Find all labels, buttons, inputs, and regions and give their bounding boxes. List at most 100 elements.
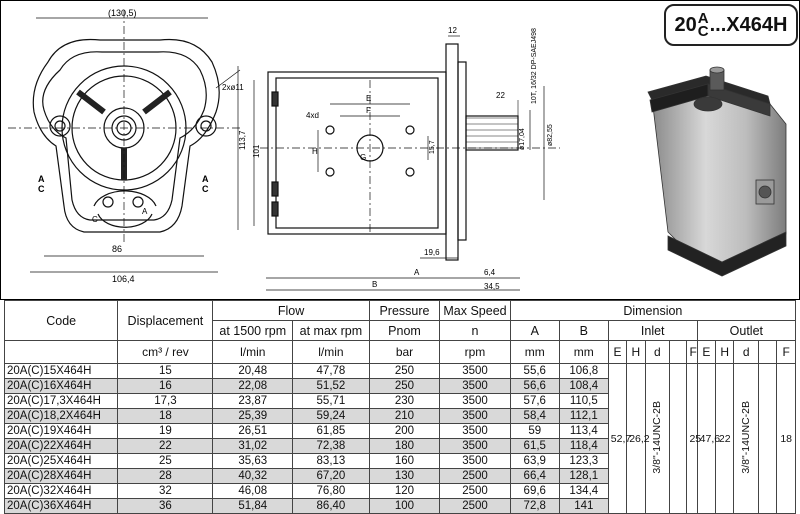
table-cell-code: 20A(C)15X464H xyxy=(3,363,119,379)
table-cell-code: 20A(C)22X464H xyxy=(3,438,119,454)
table-cell-speed: 3500 xyxy=(439,378,511,394)
table-cell-displacement: 22 xyxy=(117,438,214,454)
table-cell-speed: 2500 xyxy=(439,483,511,499)
table-cell-displacement: 32 xyxy=(117,483,214,499)
table-cell-a: 57,6 xyxy=(509,393,560,409)
table-cell-speed: 3500 xyxy=(439,393,511,409)
table-cell-speed: 2500 xyxy=(439,498,511,514)
table-cell-displacement: 17,3 xyxy=(117,393,214,409)
table-cell-code: 20A(C)17,3X464H xyxy=(3,393,119,409)
table-cell-b: 108,4 xyxy=(558,378,609,394)
table-cell-pressure: 180 xyxy=(368,438,441,454)
technical-drawing: (130,5) 2xø11 86 106,4 113,7 101 A C A C… xyxy=(0,0,800,300)
table-cell-code: 20A(C)18,2X464H xyxy=(3,408,119,424)
pump-illustration xyxy=(647,66,787,277)
table-cell-a: 59 xyxy=(509,423,560,439)
label-a-dim: A xyxy=(414,268,420,277)
label-side-c: C xyxy=(38,184,45,194)
dim-106: 106,4 xyxy=(112,274,135,284)
units-code xyxy=(3,340,119,364)
table-cell-a: 56,6 xyxy=(509,378,560,394)
table-cell-flow-1500: 40,32 xyxy=(212,468,294,484)
table-cell-flow-max: 51,52 xyxy=(292,378,370,394)
dim-port-ref: 15,7 xyxy=(429,140,436,154)
table-cell-flow-1500: 26,51 xyxy=(212,423,294,439)
table-cell-speed: 3500 xyxy=(439,438,511,454)
table-cell-flow-max: 47,78 xyxy=(292,363,370,379)
header-speed-sub: n xyxy=(439,320,511,341)
table-cell-displacement: 18 xyxy=(117,408,214,424)
dim-shaft-a: ø17,04 xyxy=(519,128,526,150)
table-cell-inlet-blank xyxy=(669,363,688,514)
units-outlet-f: F xyxy=(776,340,796,364)
header-displacement: Displacement xyxy=(117,300,214,341)
table-cell-outlet-d: 3/8"-14UNC-2B xyxy=(733,363,759,514)
units-outlet-d: d xyxy=(733,340,759,364)
table-cell-b: 110,5 xyxy=(558,393,609,409)
table-cell-speed: 2500 xyxy=(439,468,511,484)
table-cell-displacement: 19 xyxy=(117,423,214,439)
table-cell-b: 112,1 xyxy=(558,408,609,424)
table-cell-b: 128,1 xyxy=(558,468,609,484)
units-displacement: cm³ / rev xyxy=(117,340,214,364)
table-cell-flow-1500: 46,08 xyxy=(212,483,294,499)
table-cell-speed: 3500 xyxy=(439,453,511,469)
table-cell-flow-max: 59,24 xyxy=(292,408,370,424)
table-cell-pressure: 230 xyxy=(368,393,441,409)
table-cell-displacement: 25 xyxy=(117,453,214,469)
spec-table: Code Displacement Flow Pressure Max Spee… xyxy=(3,300,797,514)
header-pressure-sub: Pnom xyxy=(368,320,441,341)
table-cell-flow-max: 83,13 xyxy=(292,453,370,469)
dim-shaft-b: ø82,55 xyxy=(547,124,554,146)
table-cell-flow-1500: 25,39 xyxy=(212,408,294,424)
table-cell-inlet-h: 26,2 xyxy=(626,363,650,514)
table-cell-flow-max: 55,71 xyxy=(292,393,370,409)
table-cell-code: 20A(C)32X464H xyxy=(3,483,119,499)
table-cell-flow-max: 67,20 xyxy=(292,468,370,484)
table-cell-a: 72,8 xyxy=(509,498,560,514)
units-outlet-h: H xyxy=(715,340,735,364)
units-inlet-e: E xyxy=(607,340,628,364)
table-cell-pressure: 250 xyxy=(368,363,441,379)
table-cell-a: 61,5 xyxy=(509,438,560,454)
table-cell-flow-1500: 22,08 xyxy=(212,378,294,394)
table-cell-b: 123,3 xyxy=(558,453,609,469)
table-cell-code: 20A(C)36X464H xyxy=(3,498,119,514)
table-cell-outlet-e: 47,6 xyxy=(696,363,720,514)
dim-101: 101 xyxy=(252,144,261,158)
table-cell-a: 69,6 xyxy=(509,483,560,499)
table-cell-inlet-e: 52,7 xyxy=(607,363,631,514)
table-cell-pressure: 210 xyxy=(368,408,441,424)
label-f: F xyxy=(366,106,371,115)
units-b: mm xyxy=(558,340,609,364)
table-cell-a: 63,9 xyxy=(509,453,560,469)
units-speed: rpm xyxy=(439,340,511,364)
header-flow-1500: at 1500 rpm xyxy=(212,320,294,341)
table-cell-b: 118,4 xyxy=(558,438,609,454)
table-cell-outlet-h: 22 xyxy=(715,363,735,514)
table-cell-flow-1500: 23,87 xyxy=(212,393,294,409)
units-inlet-blank xyxy=(669,340,688,364)
table-cell-b: 106,8 xyxy=(558,363,609,379)
header-code: Code xyxy=(3,300,119,341)
dim-spline: 10T, 16/32 DP-SAEJ498 xyxy=(531,28,538,104)
header-inlet: Inlet xyxy=(607,320,698,341)
table-cell-displacement: 36 xyxy=(117,498,214,514)
table-cell-speed: 3500 xyxy=(439,363,511,379)
units-outlet-blank xyxy=(757,340,778,364)
dim-keyway: 22 xyxy=(496,91,505,100)
dim-bolt-pattern: 4xd xyxy=(306,111,319,120)
table-cell-pressure: 120 xyxy=(368,483,441,499)
table-cell-b: 113,4 xyxy=(558,423,609,439)
units-inlet-h: H xyxy=(626,340,646,364)
units-a: mm xyxy=(509,340,560,364)
front-view xyxy=(8,10,255,273)
model-rotation-a: A xyxy=(697,10,709,27)
table-cell-outlet-f: 18 xyxy=(776,363,796,514)
